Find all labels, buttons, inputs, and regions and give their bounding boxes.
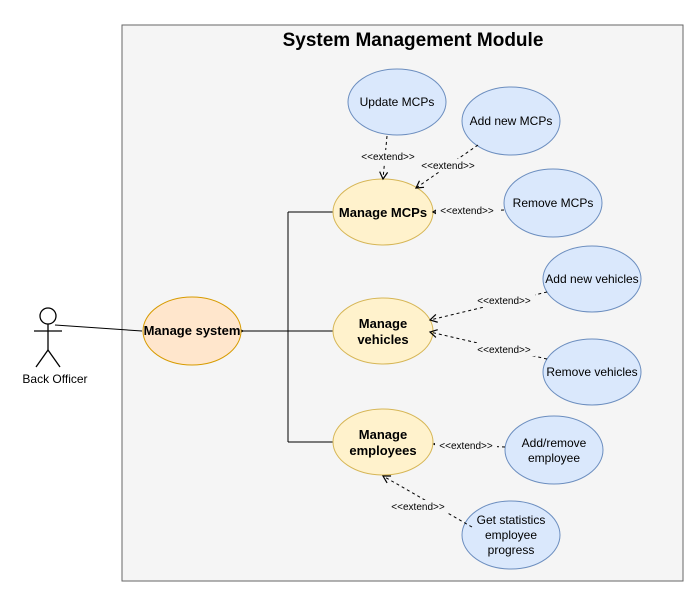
usecase-remove-mcps[interactable]: Remove MCPs (503, 168, 603, 238)
extend-remove-mcps: <<extend>> (431, 204, 505, 217)
usecase-label-line-1: Add/remove (522, 436, 587, 450)
usecase-label-line-1: Get statistics (477, 513, 546, 527)
actor-right-leg (47, 349, 61, 368)
usecase-label: Manage MCPs (339, 205, 427, 220)
usecase-label-line-2: employees (349, 443, 416, 458)
usecase-manage-system[interactable]: Manage system (142, 296, 242, 366)
actor-back-officer[interactable]: Back Officer (22, 307, 88, 386)
svg-text:<<extend>>: <<extend>> (477, 296, 531, 307)
usecase-add-new-mcps[interactable]: Add new MCPs (461, 86, 561, 156)
usecase-label: Remove MCPs (513, 196, 594, 210)
extend-update-mcps: <<extend>> (357, 135, 419, 181)
usecase-remove-vehicles[interactable]: Remove vehicles (542, 338, 642, 406)
usecase-manage-employees[interactable]: Manage employees (332, 408, 434, 476)
extend-add-new-vehicles: <<extend>> (428, 291, 548, 323)
usecase-label-line-1: Manage (359, 427, 407, 442)
svg-text:<<extend>>: <<extend>> (421, 161, 475, 172)
usecase-label-line-1: Manage (359, 316, 407, 331)
usecase-add-new-vehicles[interactable]: Add new vehicles (542, 245, 642, 313)
usecase-label-line-2: employee (528, 451, 580, 465)
svg-text:<<extend>>: <<extend>> (440, 206, 494, 217)
svg-text:<<extend>>: <<extend>> (361, 152, 415, 163)
actor-label: Back Officer (22, 372, 87, 386)
usecase-update-mcps[interactable]: Update MCPs (347, 68, 447, 136)
actor-left-leg (35, 349, 49, 368)
usecase-label: Update MCPs (360, 95, 435, 109)
extend-add-remove-employee: <<extend>> (432, 439, 506, 452)
usecase-label: Add new vehicles (545, 272, 638, 286)
usecase-label-line-2: vehicles (357, 332, 408, 347)
association-line (54, 324, 143, 332)
usecase-label-line-3: progress (488, 543, 535, 557)
usecase-manage-mcps[interactable]: Manage MCPs (332, 178, 434, 246)
usecase-manage-vehicles[interactable]: Manage vehicles (332, 297, 434, 365)
svg-text:<<extend>>: <<extend>> (477, 345, 531, 356)
extend-add-new-mcps: <<extend>> (415, 144, 479, 189)
usecase-label: Add new MCPs (470, 114, 553, 128)
usecase-label-line-2: employee (485, 528, 537, 542)
svg-text:<<extend>>: <<extend>> (391, 502, 445, 513)
usecase-label: Remove vehicles (546, 365, 637, 379)
svg-text:<<extend>>: <<extend>> (439, 441, 493, 452)
module-title: System Management Module (283, 30, 544, 51)
extend-get-statistics: <<extend>> (381, 475, 473, 528)
usecase-label: Manage system (144, 323, 241, 338)
extend-remove-vehicles: <<extend>> (428, 329, 548, 360)
usecase-get-statistics[interactable]: Get statistics employee progress (461, 500, 561, 570)
actor-head (39, 307, 57, 325)
usecase-add-remove-employee[interactable]: Add/remove employee (504, 415, 604, 485)
generalization-connector (243, 211, 333, 443)
